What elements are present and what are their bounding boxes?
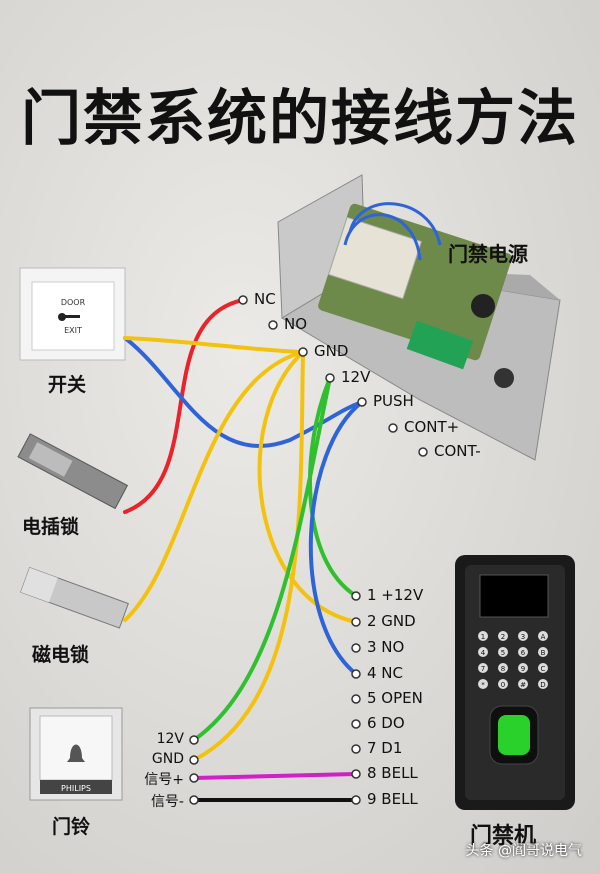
controller-pin-5: 5 OPEN [367, 689, 423, 707]
wire-yellow-bell-gnd [192, 350, 305, 762]
controller-pin-8: 8 BELL [367, 764, 418, 782]
mag-lock [20, 567, 129, 629]
keypad-key: 1 [481, 633, 485, 641]
keypad-button: C [538, 663, 548, 673]
keypad-key: 5 [501, 649, 505, 657]
psu-terminal-cont-plus: CONT+ [404, 418, 460, 436]
wire-blue-nc [308, 400, 364, 676]
label-switch: 开关 [48, 374, 87, 396]
psu-terminal-no: NO [284, 315, 308, 333]
keypad-key: D [540, 681, 545, 689]
keypad-button: 1 [478, 631, 488, 641]
keypad-button: 9 [518, 663, 528, 673]
keypad-key: A [541, 633, 546, 641]
keypad-key: * [481, 681, 485, 689]
keypad-button: 8 [498, 663, 508, 673]
keypad-key: 4 [481, 649, 486, 657]
keypad-button: # [518, 679, 528, 689]
keypad-key: B [541, 649, 546, 657]
doorbell-unit: PHILIPS [29, 707, 123, 801]
bell-terminal-12v: 12V [156, 731, 184, 747]
wires [123, 298, 364, 802]
fingerprint-sensor [498, 715, 530, 755]
controller-pin-2: 2 GND [367, 612, 416, 630]
transformer [328, 216, 422, 300]
capacitor [471, 294, 495, 318]
bell-terminal-dots [189, 735, 199, 805]
controller-pin-dots [351, 591, 361, 805]
psu-terminal-push: PUSH [373, 392, 414, 410]
terminal-block [406, 320, 474, 370]
keypad-button: 4 [478, 647, 488, 657]
controller-screen [479, 574, 549, 618]
bell-terminal-gnd: GND [151, 751, 184, 767]
keypad-button: * [478, 679, 488, 689]
wire-green-bell-12v [192, 376, 332, 742]
controller-pin-3: 3 NO [367, 638, 405, 656]
label-controller: 门禁机 [470, 824, 537, 849]
keypad-button: 6 [518, 647, 528, 657]
bell-icon [67, 744, 85, 762]
bell-terminal-signal-plus: 信号+ [144, 772, 184, 788]
exit-button-bottom-text: EXIT [64, 326, 82, 335]
keypad-key: 2 [501, 633, 505, 641]
wire-yellow-switch [123, 336, 305, 354]
keypad-key: # [520, 681, 526, 689]
keypad-button: 0 [498, 679, 508, 689]
label-mag-lock: 磁电锁 [32, 644, 90, 666]
psu-terminal-gnd: GND [314, 342, 349, 360]
keypad-button: 3 [518, 631, 528, 641]
psu-terminal-nc: NC [254, 290, 276, 308]
psu-terminal-cont-minus: CONT- [434, 442, 481, 460]
keypad-key: 8 [501, 665, 505, 673]
keypad-button: D [538, 679, 548, 689]
keypad-key: C [541, 665, 546, 673]
access-controller: 1 2 3 A 4 5 6 B 7 8 9 C * 0 # D [455, 555, 575, 810]
keypad: 1 2 3 A 4 5 6 B 7 8 9 C * 0 # D [478, 631, 548, 689]
keypad-button: 7 [478, 663, 488, 673]
keypad-key: 9 [521, 665, 525, 673]
wire-magenta-bell [192, 772, 358, 780]
wire-red [123, 298, 245, 514]
keypad-button: 2 [498, 631, 508, 641]
electric-bolt-lock [17, 433, 129, 510]
label-electric-bolt: 电插锁 [22, 516, 80, 538]
label-power-supply: 门禁电源 [448, 242, 528, 266]
exit-button: DOOR EXIT [19, 267, 126, 361]
doorbell-brand: PHILIPS [61, 784, 91, 793]
keypad-key: 3 [521, 633, 525, 641]
keypad-button: B [538, 647, 548, 657]
wire-yellow-maglock [123, 350, 305, 622]
watermark: 头条 @阎哥说电气 [465, 843, 582, 859]
controller-pin-1: 1 +12V [367, 586, 424, 604]
psu-terminal-12v: 12V [341, 368, 371, 386]
controller-pin-6: 6 DO [367, 714, 405, 732]
label-doorbell: 门铃 [52, 816, 91, 838]
psu-terminal-dots [238, 295, 428, 457]
key-icon [58, 313, 66, 321]
controller-pin-4: 4 NC [367, 664, 404, 682]
keypad-button: 5 [498, 647, 508, 657]
page-title: 门禁系统的接线方法 [21, 84, 579, 154]
controller-pin-7: 7 D1 [367, 739, 403, 757]
keypad-key: 7 [481, 665, 485, 673]
bell-terminal-signal-minus: 信号- [150, 794, 184, 810]
exit-button-top-text: DOOR [61, 298, 86, 307]
power-supply-unit [277, 174, 561, 461]
keypad-key: 0 [501, 681, 505, 689]
controller-pin-9: 9 BELL [367, 790, 418, 808]
keypad-button: A [538, 631, 548, 641]
wire-green-12v [308, 376, 358, 598]
keypad-key: 6 [521, 649, 526, 657]
